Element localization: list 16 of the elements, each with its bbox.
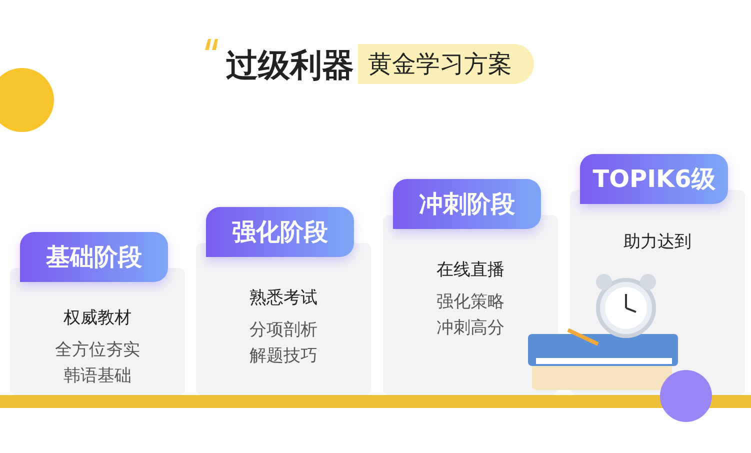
stage-badge: TOPIK6级 <box>580 154 728 204</box>
stage-text: 解题技巧 <box>248 345 318 367</box>
stage-text: 韩语基础 <box>62 365 132 387</box>
stage-text: 全方位夯实 <box>54 339 141 361</box>
stage-badge: 强化阶段 <box>206 207 354 257</box>
stage-text: 强化策略 <box>436 291 506 313</box>
stage-badge: 冲刺阶段 <box>393 179 541 229</box>
subtitle-banner: 黄金学习方案 <box>358 44 534 84</box>
stage-heading: 权威教材 <box>62 307 132 329</box>
stage-heading: 在线直播 <box>436 259 506 281</box>
stage-heading: 熟悉考试 <box>248 287 318 309</box>
stage-badge: 基础阶段 <box>20 232 168 282</box>
title: 过级利器 <box>226 45 354 86</box>
stage-text: 分项剖析 <box>248 319 318 341</box>
stage-text: 冲刺高分 <box>436 317 506 339</box>
stage-heading: 助力达到 <box>622 231 692 253</box>
